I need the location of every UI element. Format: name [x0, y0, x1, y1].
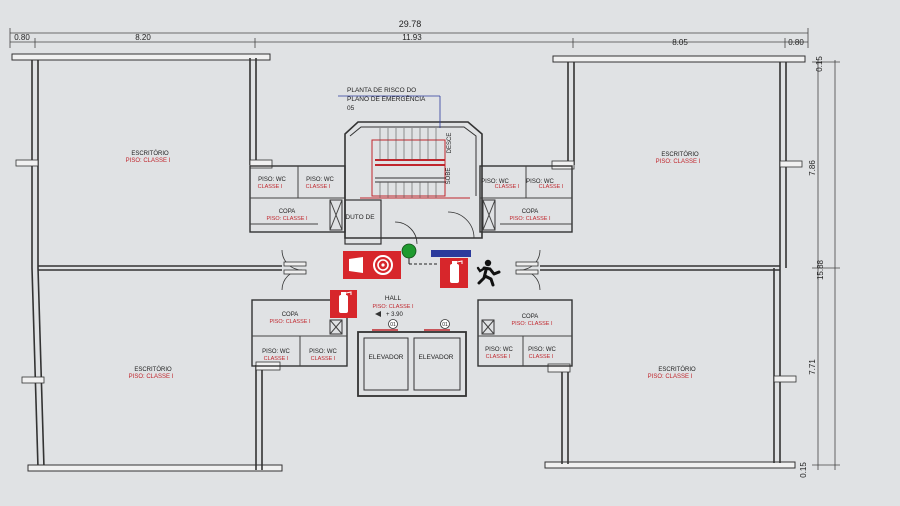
copa-lower-right: COPA PISO: CLASSE I	[512, 314, 553, 327]
office-label: ESCRITÓRIO	[134, 366, 172, 373]
wc-upper-left-2: PISO: WC CLASSE I	[306, 177, 335, 190]
wc-floor-class: CLASSE I	[495, 184, 520, 190]
office-top-left: ESCRITÓRIO PISO: CLASSE I	[126, 150, 171, 164]
copa-label: COPA	[282, 312, 299, 318]
dim-total-width: 29.78	[399, 19, 422, 29]
copa-label: COPA	[522, 314, 539, 320]
wc-floor-class: CLASSE I	[529, 354, 554, 360]
hall-floor-class: PISO: CLASSE I	[373, 304, 414, 310]
copa-label: COPA	[522, 209, 539, 215]
stair-up-label: SOBE	[446, 168, 452, 185]
elevator-2: 01 ELEVADOR	[419, 319, 454, 361]
green-circle-icon	[401, 243, 417, 259]
wc-label: PISO: WC	[528, 347, 556, 353]
dim-total-height: 15.88	[816, 259, 825, 280]
wc-upper-right-1: PISO: WC CLASSE I	[481, 179, 520, 190]
copa-floor-class: PISO: CLASSE I	[270, 319, 311, 325]
core-walls	[249, 121, 573, 397]
hall: HALL PISO: CLASSE I + 3.90	[373, 295, 414, 318]
wc-lower-left-2: PISO: WC CLASSE I	[309, 349, 337, 362]
office-label: ESCRITÓRIO	[661, 151, 699, 158]
dim-left-margin: 0.80	[14, 33, 30, 42]
hall-label: HALL	[385, 295, 402, 302]
office-floor-class: PISO: CLASSE I	[656, 159, 701, 165]
office-floor-class: PISO: CLASSE I	[129, 374, 174, 380]
wc-upper-left-1: PISO: WC CLASSE I	[258, 177, 287, 190]
dim-top-offset: 0.15	[815, 56, 824, 72]
right-dimensions: 0.15 7.86 15.88 7.71 0.15	[799, 56, 840, 478]
copa-upper-right: COPA PISO: CLASSE I	[510, 209, 551, 222]
wc-label: PISO: WC	[258, 177, 286, 183]
copa-label: COPA	[279, 209, 296, 215]
emergency-exit-runner-icon	[476, 259, 501, 287]
wc-floor-class: CLASSE I	[264, 356, 289, 362]
dim-bottom-offset: 0.15	[799, 462, 808, 478]
office-bottom-left: ESCRITÓRIO PISO: CLASSE I	[129, 366, 174, 380]
copa-floor-class: PISO: CLASSE I	[510, 216, 551, 222]
dim-core: 11.93	[402, 33, 422, 42]
office-label: ESCRITÓRIO	[131, 150, 169, 157]
wc-floor-class: CLASSE I	[486, 354, 511, 360]
plan-title-line2: PLANO DE EMERGÊNCIA	[347, 94, 426, 103]
wc-floor-class: CLASSE I	[306, 184, 331, 190]
plan-title-line1: PLANTA DE RISCO DO	[347, 87, 416, 94]
hall-level: + 3.90	[386, 312, 404, 318]
outer-walls	[11, 53, 806, 472]
route-blue-bar	[431, 250, 471, 257]
elevator-tag-circle	[440, 319, 450, 329]
dim-right-office: 8.05	[672, 38, 688, 47]
plan-title-line3: 05	[347, 105, 355, 112]
office-bottom-right: ESCRITÓRIO PISO: CLASSE I	[648, 366, 696, 380]
office-floor-class: PISO: CLASSE I	[126, 158, 171, 164]
wc-lower-right-1: PISO: WC CLASSE I	[485, 347, 513, 360]
wc-label: PISO: WC	[309, 349, 337, 355]
copa-lower-left: COPA PISO: CLASSE I	[270, 312, 311, 325]
fire-hose-reel-icon	[343, 251, 401, 279]
dim-upper-half: 7.86	[808, 160, 817, 176]
top-dimensions: 29.78 0.80 8.20 11.93 8.05 0.80	[9, 19, 809, 48]
wc-floor-class: CLASSE I	[258, 184, 283, 190]
elevator-tag: 01	[442, 322, 448, 328]
office-label: ESCRITÓRIO	[658, 366, 696, 373]
wc-lower-left-1: PISO: WC CLASSE I	[262, 349, 290, 362]
wc-label: PISO: WC	[306, 177, 334, 183]
wc-lower-right-2: PISO: WC CLASSE I	[528, 347, 556, 360]
elevator-1: 01 ELEVADOR	[369, 319, 404, 361]
level-marker-icon	[375, 311, 381, 317]
elevator-label: ELEVADOR	[369, 354, 404, 361]
wc-floor-class: CLASSE I	[311, 356, 336, 362]
wc-label: PISO: WC	[481, 179, 509, 185]
dim-right-margin: 0.80	[788, 38, 804, 47]
wc-label: PISO: WC	[526, 179, 554, 185]
wc-floor-class: CLASSE I	[539, 184, 564, 190]
wc-upper-right-2: PISO: WC CLASSE I	[526, 179, 564, 190]
office-floor-class: PISO: CLASSE I	[648, 374, 693, 380]
fire-extinguisher-icon	[330, 290, 357, 318]
dim-left-office: 8.20	[135, 33, 151, 42]
office-top-right: ESCRITÓRIO PISO: CLASSE I	[656, 151, 701, 165]
stair-down-label: DESCE	[447, 133, 453, 154]
fire-extinguisher-icon	[440, 258, 468, 288]
copa-floor-class: PISO: CLASSE I	[512, 321, 553, 327]
wc-label: PISO: WC	[262, 349, 290, 355]
copa-upper-left: COPA PISO: CLASSE I	[267, 209, 308, 222]
elevator-tag: 01	[390, 322, 396, 328]
elevator-label: ELEVADOR	[419, 354, 454, 361]
duct-label: DUTO DE	[345, 214, 375, 221]
dim-lower-half: 7.71	[808, 359, 817, 375]
plan-title: PLANTA DE RISCO DO PLANO DE EMERGÊNCIA 0…	[338, 87, 441, 128]
wc-label: PISO: WC	[485, 347, 513, 353]
elevator-tag-circle	[388, 319, 398, 329]
copa-floor-class: PISO: CLASSE I	[267, 216, 308, 222]
